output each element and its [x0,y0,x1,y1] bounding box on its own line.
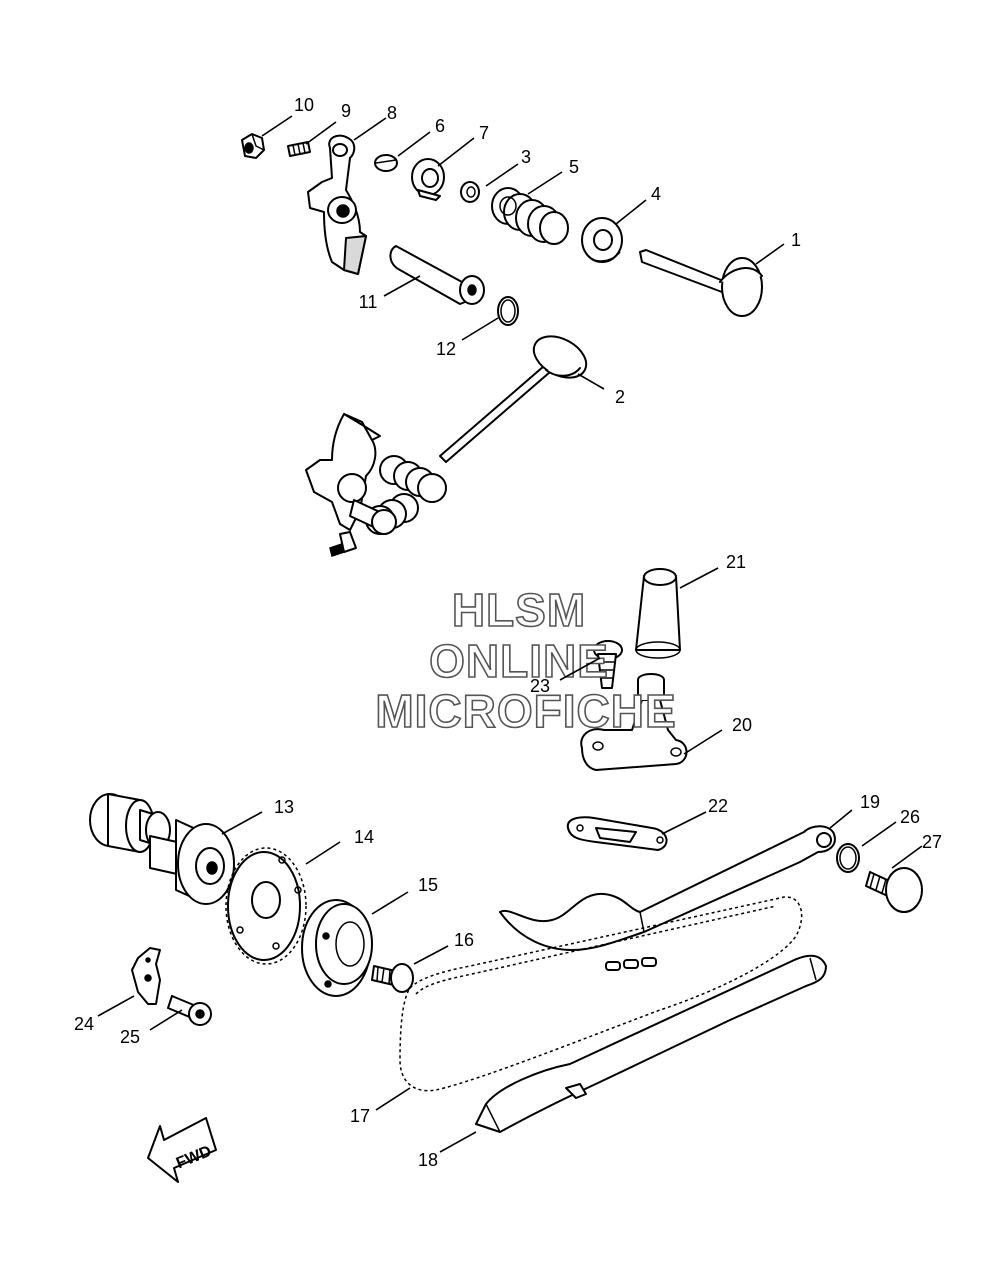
part-18-tensioner-guide [475,954,827,1133]
part-25-bolt [167,995,212,1026]
part-26-o-ring [836,843,860,873]
callout-26: 26 [900,807,920,827]
part-8-rocker-arm [307,134,367,275]
part-6-valve-cotter [374,154,398,172]
part-7-spring-retainer [411,158,445,201]
callout-23: 23 [530,676,550,696]
part-13-camshaft [89,793,235,905]
callout-20: 20 [732,715,752,735]
callout-17: 17 [350,1106,370,1126]
callout-19: 19 [860,792,880,812]
callout-18: 18 [418,1150,438,1170]
part-20-tensioner-body [580,673,688,771]
callout-12: 12 [436,339,456,359]
part-4-spring-seat [581,217,623,263]
part-23-bolt [593,640,623,689]
part-24-plate [131,947,161,1005]
part-9-adjusting-screw [287,141,311,157]
callout-7: 7 [479,123,489,143]
callout-27: 27 [922,832,942,852]
callout-2: 2 [615,387,625,407]
assembled-rocker-group [305,413,447,557]
callout-5: 5 [569,157,579,177]
callout-3: 3 [521,147,531,167]
callout-14: 14 [354,827,374,847]
callout-10: 10 [294,95,314,115]
callout-4: 4 [651,184,661,204]
part-15-cam-plate [301,899,373,997]
callout-9: 9 [341,101,351,121]
callout-21: 21 [726,552,746,572]
part-16-bolt [371,963,414,993]
callout-22: 22 [708,796,728,816]
part-21-tensioner-cap [635,568,681,659]
part-14-cam-sprocket [225,847,307,965]
watermark-line-3: MICROFICHE [375,685,676,737]
part-22-gasket [566,816,668,851]
watermark: HLSM ONLINE MICROFICHE [375,583,677,738]
callout-8: 8 [387,103,397,123]
part-5-valve-spring [491,187,569,245]
callout-16: 16 [454,930,474,950]
part-27-bolt [865,867,923,913]
callout-13: 13 [274,797,294,817]
part-10-nut [241,133,265,159]
part-3-valve-stem-seal [460,181,480,203]
part-17-cam-chain [399,896,803,1092]
callout-24: 24 [74,1014,94,1034]
callout-1: 1 [791,230,801,250]
part-12-o-ring [497,296,519,326]
part-19-chain-guide [499,825,836,951]
watermark-line-2: ONLINE [429,635,609,687]
callout-11: 11 [359,292,378,312]
part-11-rocker-shaft [389,245,485,305]
callout-25: 25 [120,1027,140,1047]
part-1-valve [639,249,763,317]
callout-numbers: 1 2 3 4 5 6 7 8 9 10 11 12 13 14 15 16 1… [74,95,942,1170]
callout-15: 15 [418,875,438,895]
part-2-valve [439,335,588,463]
fwd-arrow-icon: FWD [147,1117,217,1183]
callout-leaders [97,115,923,1153]
callout-6: 6 [435,116,445,136]
watermark-line-1: HLSM [452,584,586,636]
